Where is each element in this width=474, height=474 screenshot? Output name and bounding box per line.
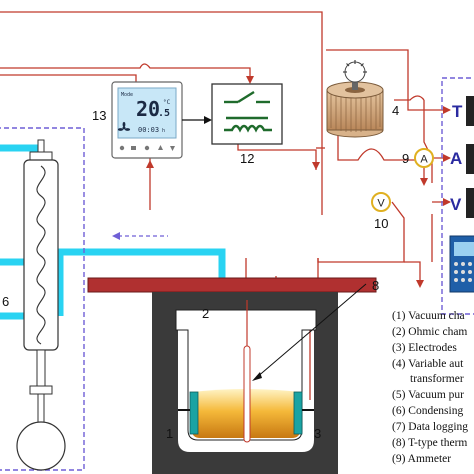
legend-item-1: (1) Vacuum cha xyxy=(392,310,465,322)
controller-buttons[interactable] xyxy=(119,145,175,151)
mode-button[interactable] xyxy=(131,146,136,150)
datalogger-frame xyxy=(441,77,474,315)
knob-icon xyxy=(343,60,367,83)
legend-item-9: (9) Ammeter xyxy=(392,453,451,465)
label-8: 8 xyxy=(372,278,379,293)
legend-item-7: (7) Data logging xyxy=(392,421,468,433)
legend-item-4b: transformer xyxy=(410,373,464,385)
controller-temperature: 20 xyxy=(136,97,160,121)
coil-icon xyxy=(224,116,272,133)
wire-arrows xyxy=(146,76,451,288)
channel-T-bar xyxy=(466,96,474,126)
label-6: 6 xyxy=(2,294,9,309)
condenser xyxy=(16,139,66,471)
legend-item-6: (6) Condensing xyxy=(392,405,463,417)
voltmeter: V xyxy=(371,192,391,212)
channel-A-bar xyxy=(466,144,474,174)
electrode-left xyxy=(189,391,199,435)
legend-item-3: (3) Electrodes xyxy=(392,342,457,354)
ammeter-symbol: A xyxy=(420,154,428,166)
down-button[interactable] xyxy=(170,146,175,151)
clock-button[interactable] xyxy=(144,145,150,151)
data-logger-board xyxy=(449,235,474,293)
label-10: 10 xyxy=(374,216,388,231)
temperature-controller: Mode 20 .5 °C 00:03 h xyxy=(111,81,183,159)
label-12: 12 xyxy=(240,151,254,166)
label-4: 4 xyxy=(392,103,399,118)
label-1: 1 xyxy=(166,426,173,441)
switch-icon xyxy=(224,90,270,104)
label-2: 2 xyxy=(202,306,209,321)
up-button[interactable] xyxy=(158,145,163,150)
voltmeter-symbol: V xyxy=(377,198,385,210)
label-3: 3 xyxy=(314,426,321,441)
ammeter: A xyxy=(414,148,434,168)
controller-decimal: .5 xyxy=(158,108,170,119)
ohmic-chamber xyxy=(175,300,317,443)
chamber-lid xyxy=(87,277,377,293)
controller-readout: 00:03 xyxy=(138,126,159,134)
controller-readout-unit: h xyxy=(162,128,165,134)
pointer-8 xyxy=(255,283,367,379)
electrode-right xyxy=(293,391,303,435)
legend: (1) Vacuum cha (2) Ohmic cham (3) Electr… xyxy=(392,310,468,465)
legend-item-8: (8) T-type therm xyxy=(392,437,467,449)
label-13: 13 xyxy=(92,108,106,123)
channel-V: V xyxy=(450,195,462,214)
power-button[interactable] xyxy=(119,145,125,151)
label-9: 9 xyxy=(402,151,409,166)
controller-unit: °C xyxy=(163,99,171,106)
pipe-flow-arrow xyxy=(112,232,168,240)
legend-item-4: (4) Variable aut xyxy=(392,358,464,370)
channel-T: T xyxy=(452,102,463,121)
autotransformer xyxy=(326,60,384,138)
channel-V-bar xyxy=(466,188,474,218)
legend-item-5: (5) Vacuum pur xyxy=(392,389,464,401)
legend-item-2: (2) Ohmic cham xyxy=(392,326,467,338)
solid-state-relay xyxy=(211,83,283,145)
channel-A: A xyxy=(450,149,462,168)
controller-mode: Mode xyxy=(121,92,133,98)
thermocouple xyxy=(243,345,251,443)
fan-icon xyxy=(117,121,131,131)
